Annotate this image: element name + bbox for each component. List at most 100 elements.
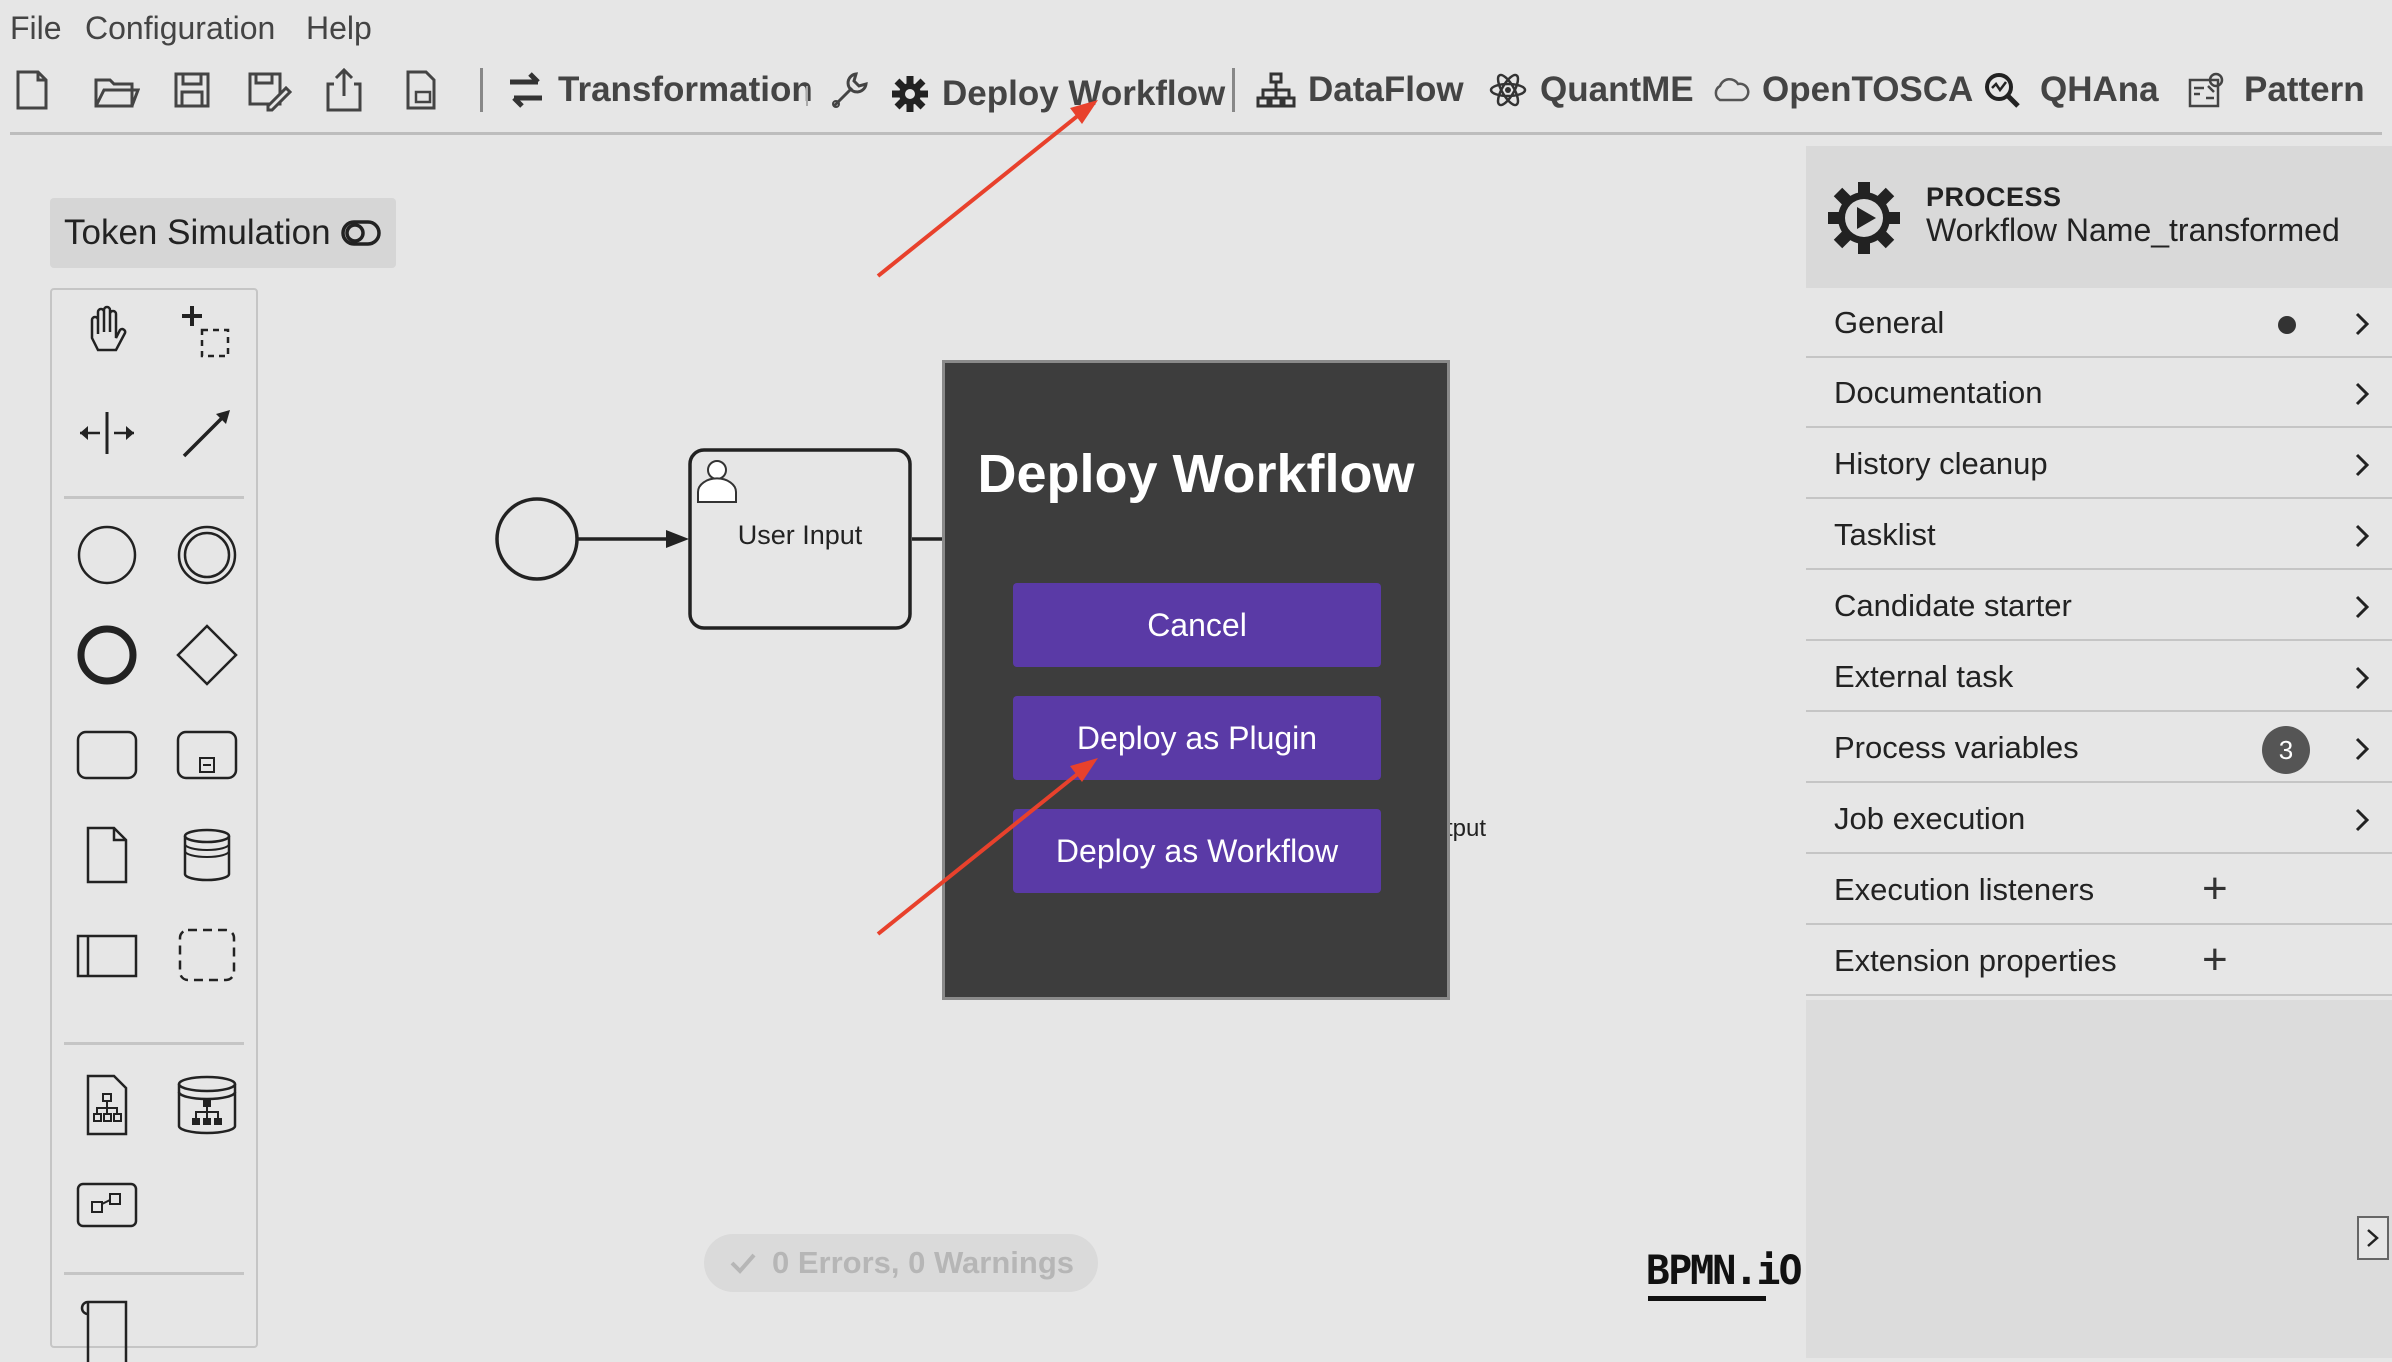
deploy-workflow-button[interactable]: Deploy Workflow: [890, 64, 1225, 124]
text-annotation-icon[interactable]: [72, 1292, 142, 1362]
properties-panel: PROCESS Workflow Name_transformed Genera…: [1806, 146, 2392, 1358]
group-label: Extension properties: [1834, 943, 2117, 978]
pattern-label: Pattern: [2244, 70, 2365, 109]
atom-icon: [1489, 73, 1527, 107]
token-simulation-toggle[interactable]: Token Simulation: [50, 198, 396, 268]
bpmn-io-underline: [1648, 1296, 1766, 1301]
export-file-icon[interactable]: [398, 66, 446, 114]
palette-separator: [64, 496, 244, 499]
quantme-label: QuantME: [1540, 70, 1694, 109]
check-icon: [730, 1253, 756, 1274]
group-extension-properties[interactable]: Extension properties +: [1806, 926, 2392, 996]
menu-bar: File Configuration Help: [0, 0, 2392, 60]
qhana-button[interactable]: QHAna: [1982, 60, 2159, 120]
data-store-icon[interactable]: [172, 820, 242, 890]
errors-warnings-label: 0 Errors, 0 Warnings: [771, 1245, 1075, 1280]
collapse-panel-button[interactable]: [2357, 1216, 2389, 1260]
add-icon[interactable]: +: [2202, 935, 2228, 984]
group-general[interactable]: General: [1806, 288, 2392, 358]
chevron-right-icon: [2355, 595, 2370, 619]
group-candidate-starter[interactable]: Candidate starter: [1806, 571, 2392, 641]
palette-separator: [64, 1042, 244, 1045]
open-folder-icon[interactable]: [92, 66, 140, 114]
element-name: Workflow Name_transformed: [1926, 212, 2340, 248]
space-tool-icon[interactable]: [72, 398, 142, 468]
dataflow-button[interactable]: DataFlow: [1256, 60, 1464, 120]
data-indicator: [2278, 316, 2296, 334]
toggle-off-icon: [340, 220, 381, 246]
deploy-workflow-modal: Deploy Workflow Cancel Deploy as Plugin …: [942, 360, 1450, 1000]
data-map-object-icon[interactable]: [72, 1070, 142, 1140]
group-history-cleanup[interactable]: History cleanup: [1806, 429, 2392, 499]
deploy-workflow-label: Deploy Workflow: [942, 74, 1226, 113]
group-job-execution[interactable]: Job execution: [1806, 784, 2392, 854]
chevron-right-icon: [2355, 666, 2370, 690]
deploy-as-workflow-button[interactable]: Deploy as Workflow: [1013, 809, 1381, 893]
hand-tool-icon[interactable]: [72, 298, 142, 368]
toolbar: Transformation Deploy Workflow DataFlow …: [0, 60, 2392, 132]
modal-title: Deploy Workflow: [977, 444, 1415, 504]
palette-separator: [64, 1272, 244, 1275]
count-badge: 3: [2262, 726, 2310, 774]
group-label: External task: [1834, 659, 2014, 694]
swap-arrows-icon: [510, 72, 542, 108]
pool-icon[interactable]: [72, 920, 142, 990]
chevron-right-icon: [2355, 524, 2370, 548]
bpmn-io-logo[interactable]: BPMN.iO: [1646, 1248, 1803, 1294]
group-external-task[interactable]: External task: [1806, 642, 2392, 712]
new-file-icon[interactable]: [8, 66, 56, 114]
export-icon[interactable]: [320, 66, 368, 114]
gateway-icon[interactable]: [172, 620, 242, 690]
transformation-task-icon[interactable]: [72, 1170, 142, 1240]
menu-help[interactable]: Help: [306, 10, 372, 46]
chevron-right-icon: [2355, 737, 2370, 761]
save-icon[interactable]: [168, 66, 216, 114]
toolbar-separator: [1232, 68, 1235, 112]
subprocess-icon[interactable]: [172, 720, 242, 790]
linting-status[interactable]: 0 Errors, 0 Warnings: [704, 1234, 1098, 1292]
group-documentation[interactable]: Documentation: [1806, 358, 2392, 428]
start-event-icon[interactable]: [72, 520, 142, 590]
group-execution-listeners[interactable]: Execution listeners +: [1806, 855, 2392, 925]
intermediate-event-icon[interactable]: [172, 520, 242, 590]
transformation-button[interactable]: Transformation: [506, 60, 813, 120]
group-label: Execution listeners: [1834, 872, 2095, 907]
menu-file[interactable]: File: [10, 10, 62, 46]
deploy-as-plugin-button[interactable]: Deploy as Plugin: [1013, 696, 1381, 780]
group-label: General: [1834, 305, 1945, 340]
group-tasklist[interactable]: Tasklist: [1806, 500, 2392, 570]
group-icon[interactable]: [172, 920, 242, 990]
chevron-right-icon: [2367, 1229, 2379, 1247]
chevron-right-icon: [2355, 312, 2370, 336]
group-label: Candidate starter: [1834, 588, 2072, 623]
transformation-label: Transformation: [558, 70, 813, 109]
chevron-right-icon: [2355, 808, 2370, 832]
end-event-icon[interactable]: [72, 620, 142, 690]
toolbar-separator: [806, 86, 808, 106]
arrowhead: [666, 530, 689, 548]
group-label: Documentation: [1834, 375, 2043, 410]
process-gear-icon: [1828, 182, 1900, 254]
wrench-icon[interactable]: [826, 66, 874, 114]
cancel-button[interactable]: Cancel: [1013, 583, 1381, 667]
group-label: Process variables: [1834, 730, 2079, 765]
start-event[interactable]: [495, 497, 579, 581]
data-object-icon[interactable]: [72, 820, 142, 890]
opentosca-button[interactable]: OpenTOSCA: [1710, 60, 1973, 120]
save-as-icon[interactable]: [244, 66, 292, 114]
hierarchy-icon: [1256, 72, 1296, 108]
chevron-right-icon: [2355, 453, 2370, 477]
group-process-variables[interactable]: Process variables 3: [1806, 713, 2392, 783]
lasso-tool-icon[interactable]: [172, 298, 242, 368]
pattern-button[interactable]: Pattern: [2186, 60, 2365, 120]
menu-configuration[interactable]: Configuration: [85, 10, 276, 46]
gear-icon: [892, 76, 928, 112]
quantme-button[interactable]: QuantME: [1488, 60, 1694, 120]
user-task-icon: [697, 460, 737, 503]
data-store-map-icon[interactable]: [172, 1070, 242, 1140]
connect-tool-icon[interactable]: [172, 398, 242, 468]
add-icon[interactable]: +: [2202, 864, 2228, 913]
task-icon[interactable]: [72, 720, 142, 790]
group-label: History cleanup: [1834, 446, 2048, 481]
element-type: PROCESS: [1926, 182, 2062, 212]
